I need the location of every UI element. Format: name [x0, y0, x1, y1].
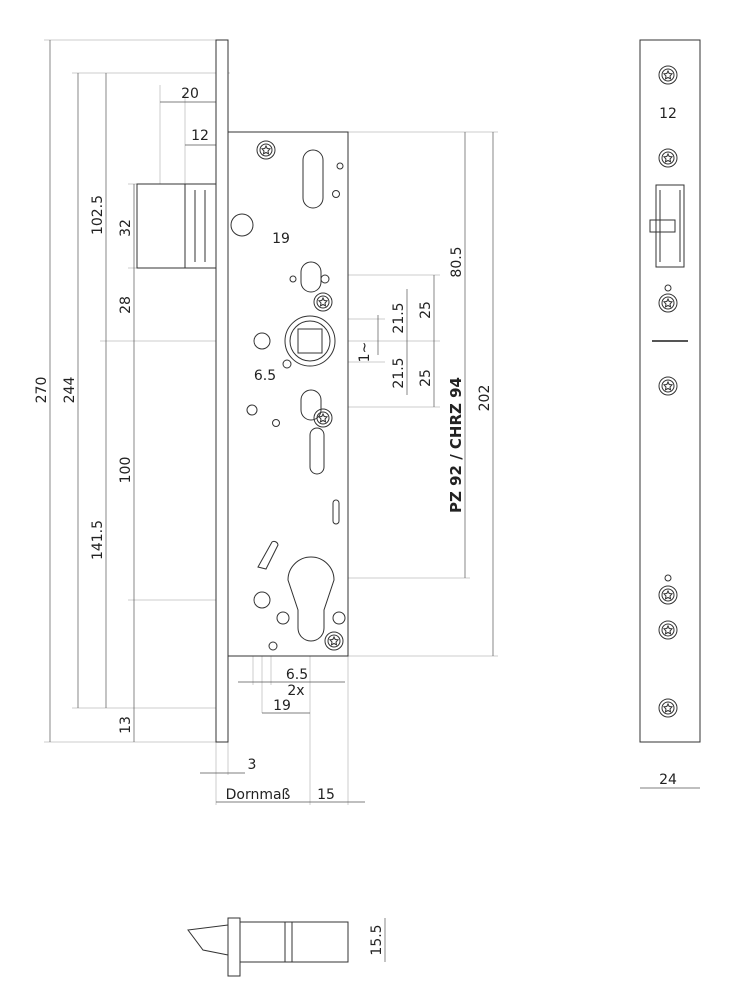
- dim-21-5-upper: 21.5: [391, 302, 407, 333]
- dim-244: 244: [62, 377, 78, 404]
- dim-12-side: 12: [659, 106, 677, 122]
- dim-270: 270: [34, 377, 50, 404]
- lock-bottom-view: [187, 917, 349, 977]
- dim-25-upper: 25: [418, 301, 434, 319]
- dim-202: 202: [477, 385, 493, 412]
- dim-102-5: 102.5: [90, 195, 106, 235]
- dimension-labels: 270 244 102.5 141.5 32 28 100 13 20 12 1…: [34, 86, 677, 956]
- dim-100: 100: [118, 457, 134, 484]
- dim-13: 13: [118, 716, 134, 734]
- dim-25-lower: 25: [418, 369, 434, 387]
- dim-3: 3: [248, 757, 257, 773]
- dim-80-5: 80.5: [449, 246, 465, 277]
- dim-2x: 2x: [287, 683, 304, 699]
- cylinder-label: PZ 92 / CHRZ 94: [447, 377, 465, 513]
- dimension-lines: [49, 40, 700, 962]
- dim-141-5: 141.5: [90, 520, 106, 560]
- lock-side-view: [639, 39, 701, 743]
- dim-19-spindle: 19: [272, 231, 290, 247]
- dim-15: 15: [317, 787, 335, 803]
- dim-1-tolerance: 1~: [357, 342, 373, 363]
- dim-15-5: 15.5: [369, 924, 385, 955]
- lock-front-view: [136, 39, 349, 743]
- dim-21-5-lower: 21.5: [391, 357, 407, 388]
- dim-12: 12: [191, 128, 209, 144]
- backset-label: Dornmaß: [226, 787, 291, 803]
- dim-19-bottom: 19: [273, 698, 291, 714]
- dim-28: 28: [118, 296, 134, 314]
- dim-6-5-bottom: 6.5: [286, 667, 308, 683]
- dim-20: 20: [181, 86, 199, 102]
- dim-32: 32: [118, 219, 134, 237]
- dim-24-side: 24: [659, 772, 677, 788]
- dim-6-5-spindle: 6.5: [254, 368, 276, 384]
